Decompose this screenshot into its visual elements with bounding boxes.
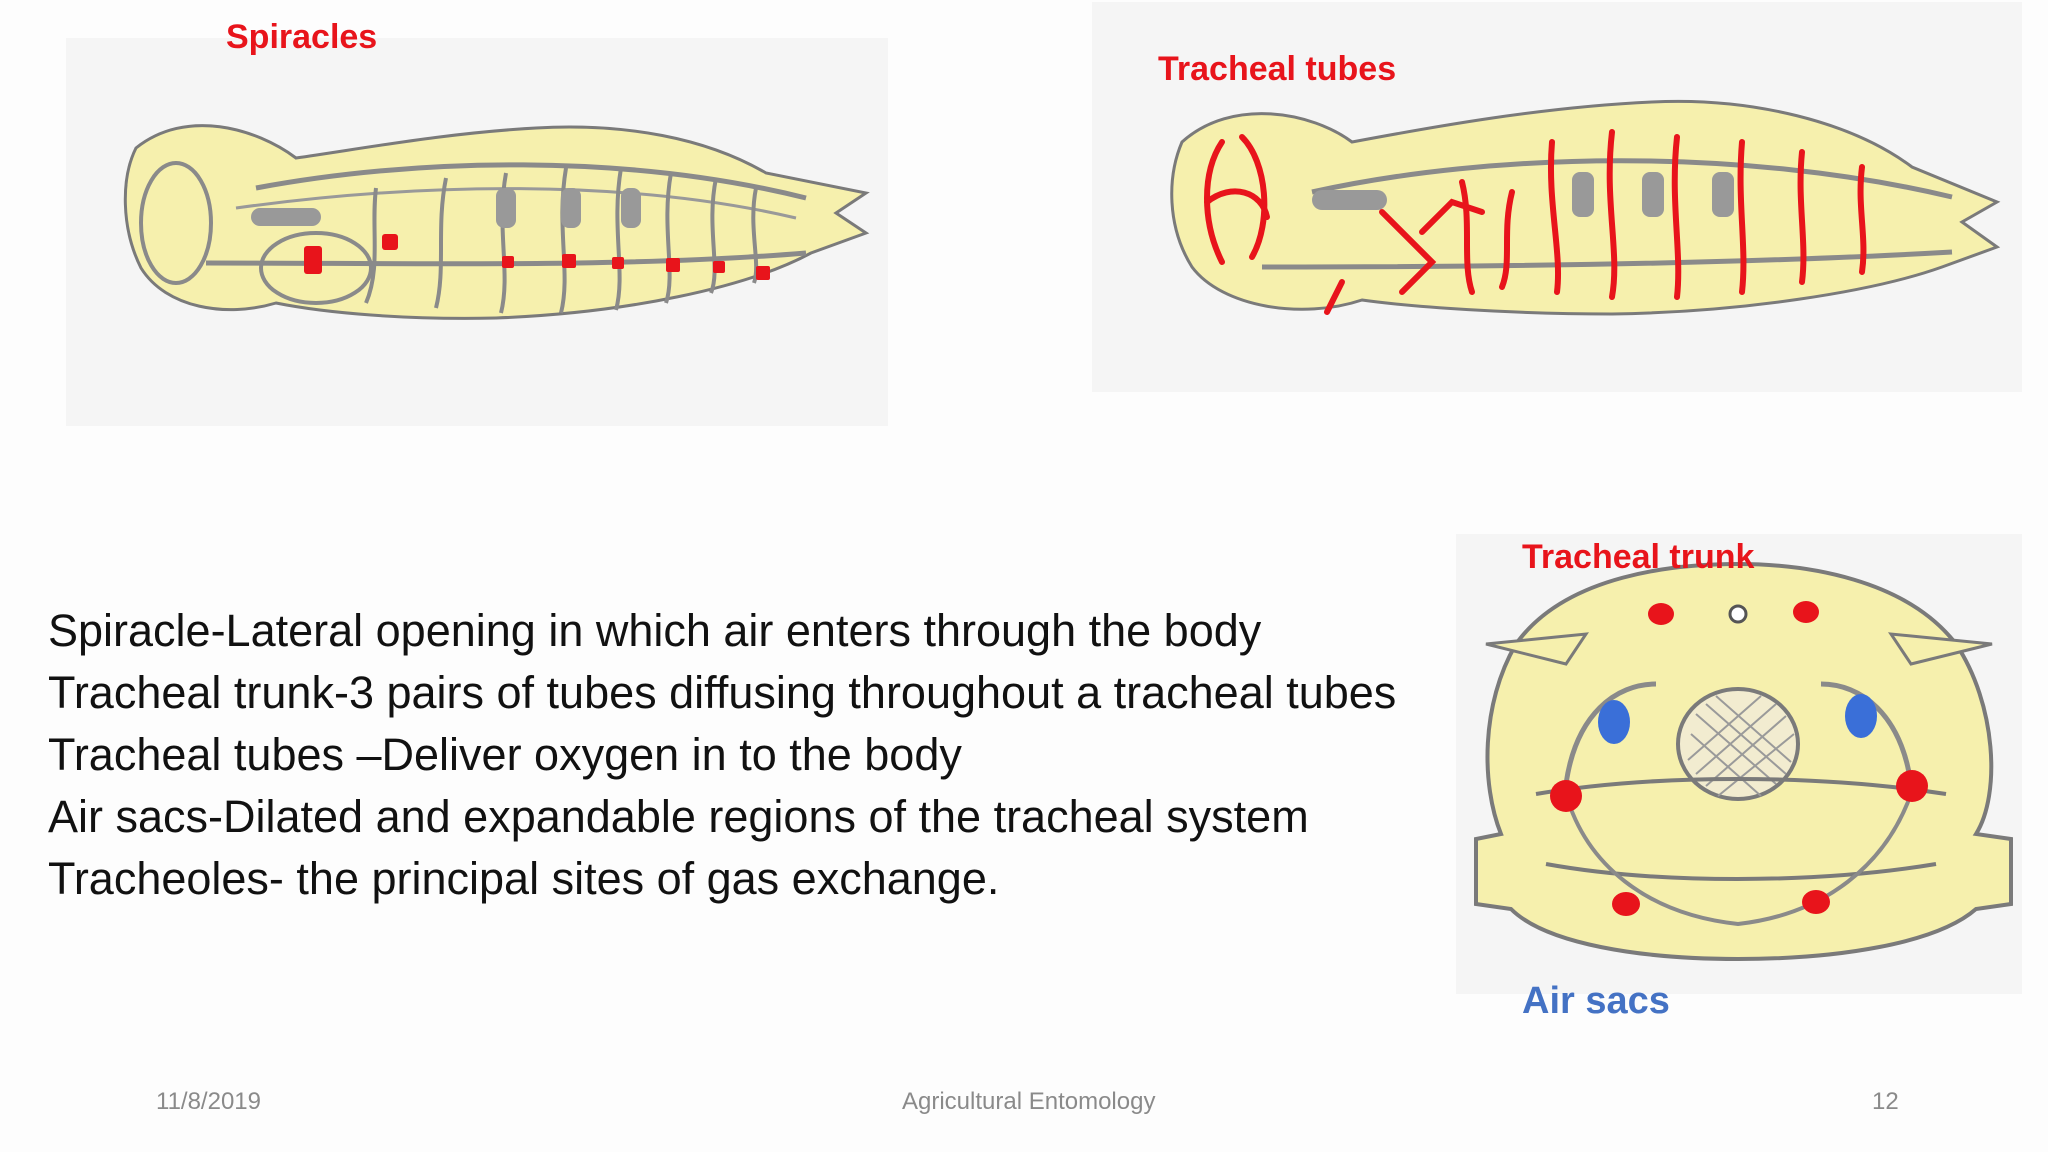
- tracheal-tubes-label: Tracheal tubes: [1158, 50, 1397, 88]
- tracheal-tubes-diagram: [1092, 2, 2022, 392]
- footer-page-number: 12: [1872, 1088, 1899, 1115]
- spiracles-label: Spiracles: [226, 18, 378, 56]
- definition-tracheoles: Tracheoles- the principal sites of gas e…: [48, 853, 1000, 904]
- air-sacs-label: Air sacs: [1522, 980, 1670, 1022]
- spiracles-diagram: [66, 38, 888, 426]
- cross-section-diagram: [1456, 534, 2022, 994]
- definition-tracheal-trunk: Tracheal trunk-3 pairs of tubes diffusin…: [48, 667, 1397, 718]
- insect-side-view-spiracles: [123, 124, 870, 320]
- tracheal-trunk-label: Tracheal trunk: [1522, 538, 1755, 576]
- definition-spiracle: Spiracle-Lateral opening in which air en…: [48, 605, 1262, 656]
- insect-side-view-tracheal-tubes: [1170, 99, 2001, 316]
- definition-tracheal-tubes: Tracheal tubes –Deliver oxygen in to the…: [48, 729, 962, 780]
- insect-cross-section: [1474, 561, 2013, 962]
- definitions-list: Spiracle-Lateral opening in which air en…: [48, 600, 1488, 910]
- footer-date: 11/8/2019: [156, 1088, 261, 1115]
- footer-title: Agricultural Entomology: [902, 1088, 1156, 1115]
- definition-air-sacs: Air sacs-Dilated and expandable regions …: [48, 791, 1309, 842]
